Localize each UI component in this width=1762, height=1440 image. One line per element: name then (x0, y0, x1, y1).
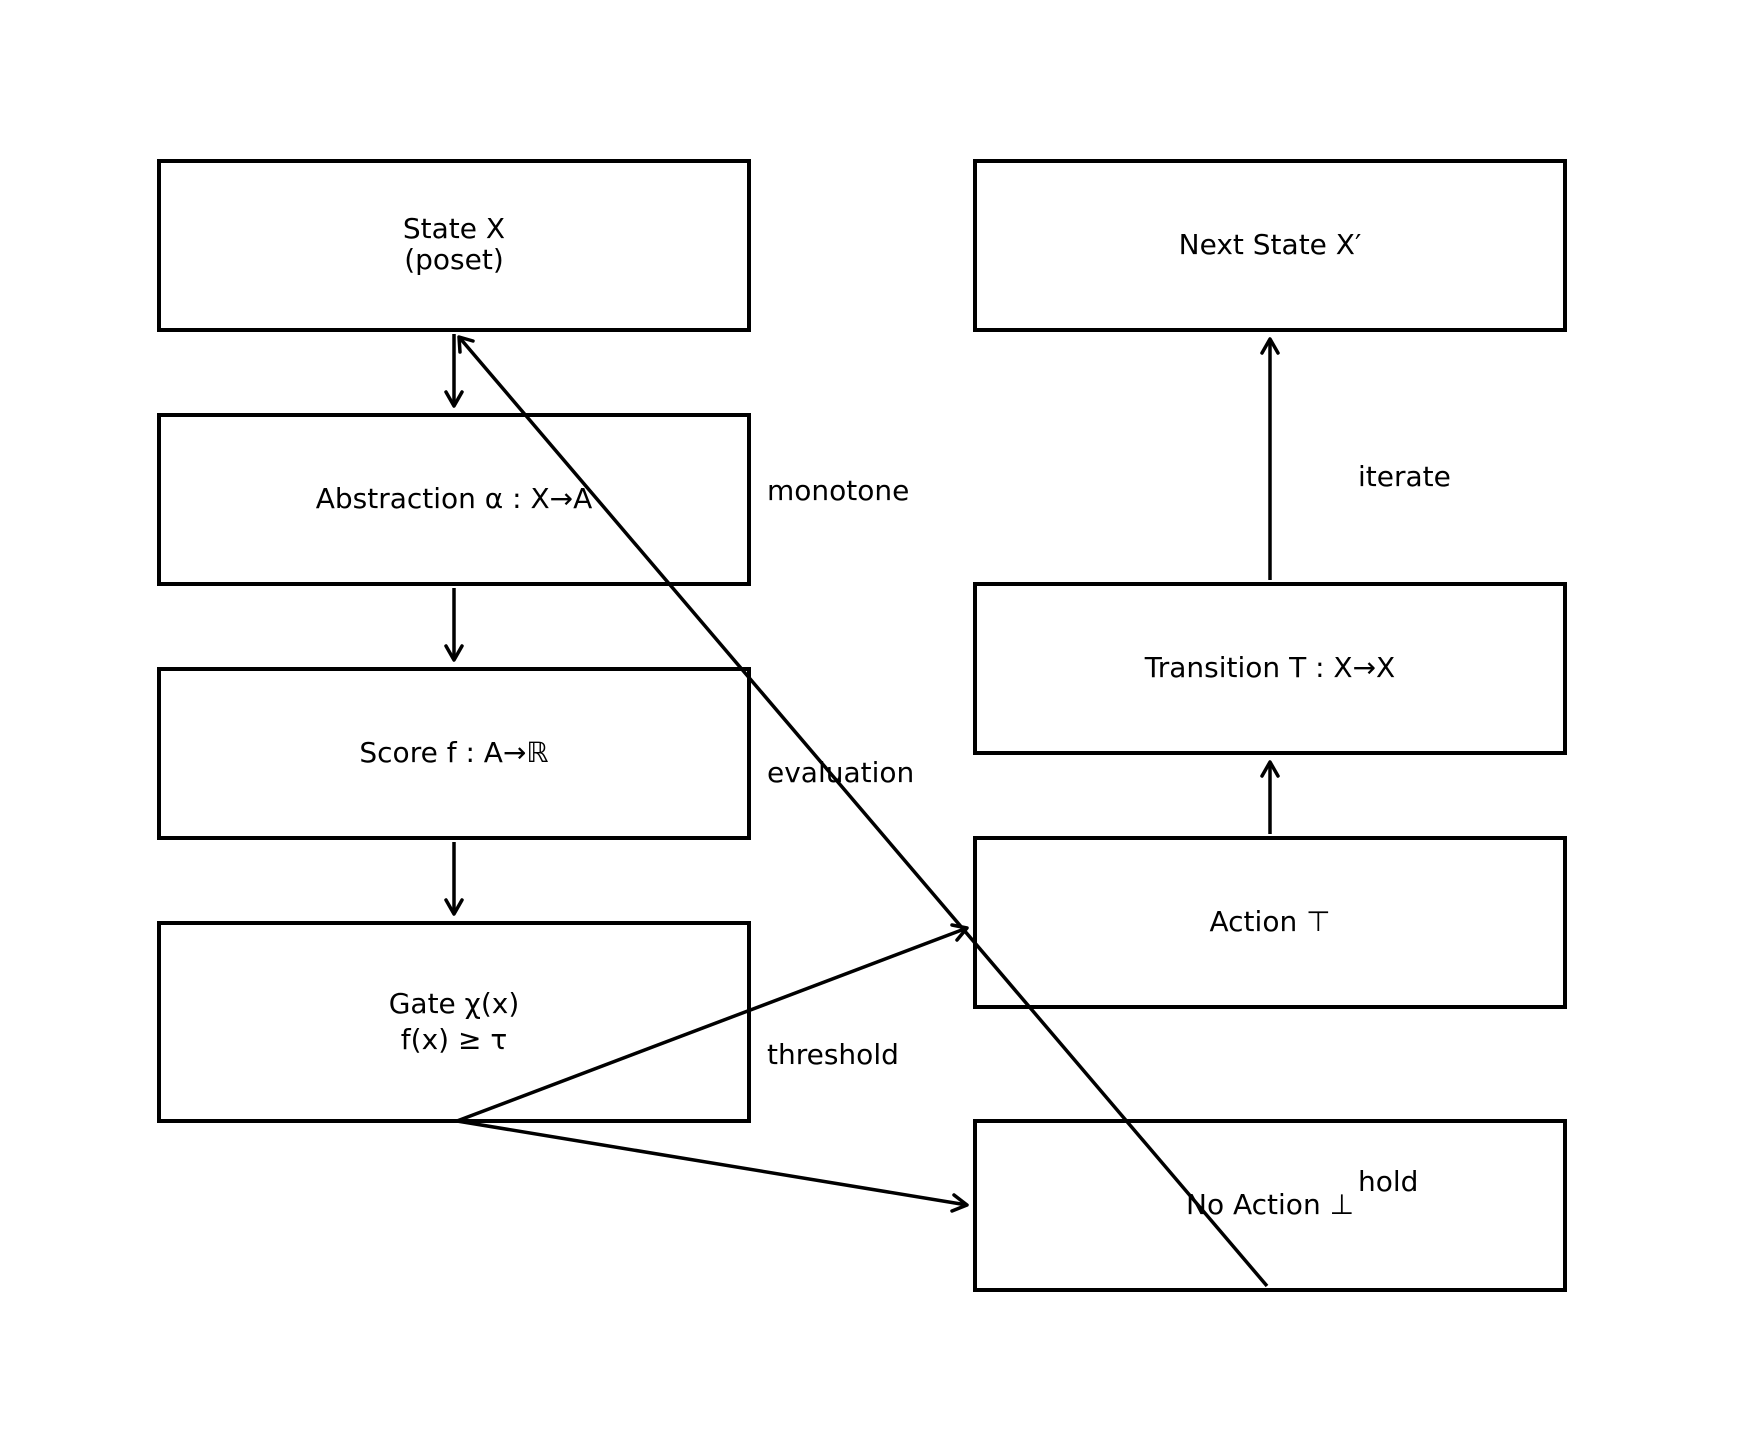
node-next-state-label: Next State X′ (1179, 228, 1362, 261)
edge-label-iterate: iterate (1358, 460, 1451, 493)
node-transition-label: Transition T : X→X (1144, 651, 1395, 684)
node-abstraction-label: Abstraction α : X→A (316, 482, 593, 515)
edge-abstraction-to-score (444, 588, 464, 662)
node-state-line1: State X (403, 212, 505, 245)
edge-label-threshold: threshold (767, 1038, 899, 1071)
edge-label-hold: hold (1358, 1165, 1418, 1198)
edge-action-to-transition (1260, 760, 1280, 834)
node-score: Score f : A→ℝ (157, 667, 751, 840)
edge-gate-to-action (456, 923, 969, 1123)
node-gate-line1: Gate χ(x) (389, 987, 520, 1020)
node-action: Action ⊤ (973, 836, 1567, 1009)
edge-no-action-to-state (457, 335, 1269, 1288)
node-abstraction: Abstraction α : X→A (157, 413, 751, 586)
node-gate-line2: f(x) ≥ τ (401, 1023, 507, 1056)
edge-gate-to-no-action (456, 1119, 969, 1213)
edge-transition-to-next-state (1260, 337, 1280, 580)
node-no-action: No Action ⊥ (973, 1119, 1567, 1292)
node-gate: Gate χ(x) f(x) ≥ τ (157, 921, 751, 1123)
node-next-state: Next State X′ (973, 159, 1567, 332)
node-score-label: Score f : A→ℝ (359, 736, 548, 769)
node-transition: Transition T : X→X (973, 582, 1567, 755)
edge-score-to-gate (444, 842, 464, 916)
node-action-label: Action ⊤ (1210, 905, 1331, 938)
edge-label-evaluation: evaluation (767, 756, 914, 789)
node-state-line2: (poset) (404, 243, 504, 276)
edge-label-monotone: monotone (767, 474, 909, 507)
edge-state-to-abstraction (444, 334, 464, 408)
node-state: State X (poset) (157, 159, 751, 332)
node-no-action-label: No Action ⊥ (1186, 1188, 1354, 1221)
